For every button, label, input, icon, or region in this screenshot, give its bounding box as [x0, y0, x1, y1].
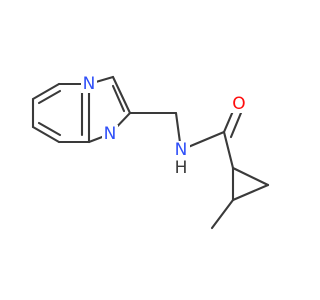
- bond-imidazole-2: [111, 75, 132, 115]
- bond-layer: [31, 75, 270, 230]
- bond-cyclopropane-2: [231, 166, 270, 187]
- atom-n-imidazole-background: [102, 125, 118, 143]
- atom-n-amide-label: N: [175, 140, 188, 160]
- bond-pyridine-2: [31, 82, 61, 101]
- atom-n-bridge-label: N: [83, 74, 96, 94]
- bond-pyridine-4: [31, 125, 61, 144]
- atom-o-carbonyl-label: O: [232, 94, 245, 114]
- atom-o-carbonyl: O: [230, 94, 247, 114]
- atom-h-amide-label: H: [175, 158, 188, 178]
- atom-label-layer: N N N H O: [81, 74, 247, 178]
- atom-o-carbonyl-background: [230, 95, 247, 113]
- atom-h-amide: H: [173, 158, 190, 178]
- atom-h-amide-background: [173, 159, 190, 177]
- molecule-structure-diagram: N N N H O: [31, 74, 270, 230]
- atom-n-bridge-background: [81, 75, 97, 93]
- bond-cyclopropane-3: [231, 183, 270, 202]
- bond-pyridine-2-inner: [37, 89, 62, 105]
- bond-cyclopropane-1: [222, 130, 235, 170]
- atom-n-imidazole-label: N: [104, 124, 117, 144]
- atom-n-amide: N: [173, 140, 190, 160]
- bond-methyl: [210, 198, 235, 230]
- atom-n-imidazole: N: [102, 124, 118, 144]
- bond-imidazole-2-inner: [111, 84, 126, 113]
- atom-n-amide-background: [173, 141, 190, 159]
- bond-pyridine-4-inner: [37, 121, 62, 137]
- atom-n-bridge: N: [81, 74, 97, 94]
